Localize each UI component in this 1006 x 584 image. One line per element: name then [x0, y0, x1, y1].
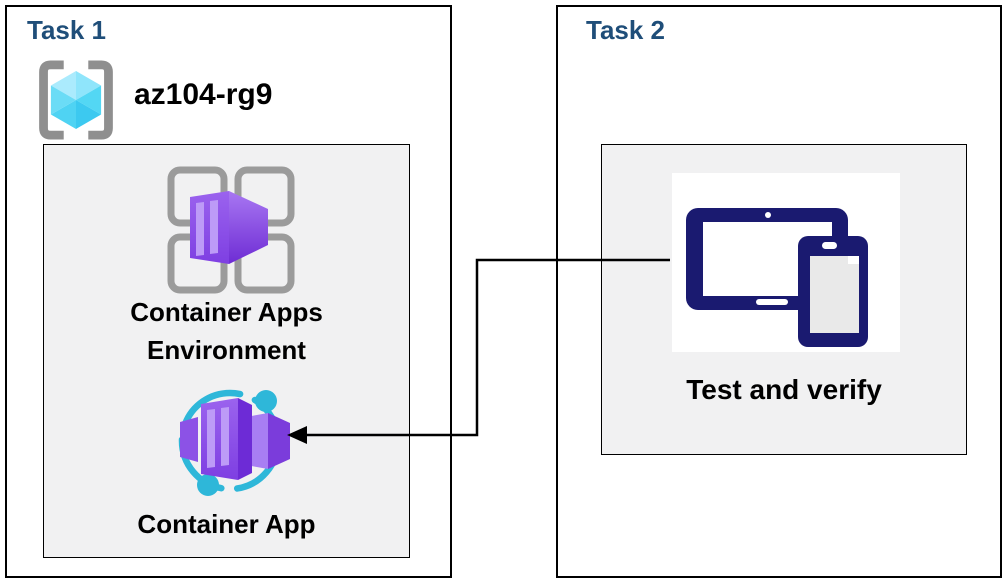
container-box-glyph — [190, 191, 268, 264]
container-app-icon — [178, 389, 290, 496]
verify-label-text: Test and verify — [686, 374, 882, 405]
environment-label: Container Apps Environment — [44, 293, 409, 369]
right-bracket — [88, 60, 113, 140]
container-apps-environment-icon — [167, 166, 295, 294]
task2-title: Task 2 — [586, 15, 666, 45]
orbit-dot-bottom — [197, 474, 219, 496]
orbit-dot-top — [255, 390, 277, 412]
task1-inner-panel: Container Apps Environment — [43, 144, 410, 558]
left-bracket — [39, 60, 64, 140]
tablet-and-phone-icon — [686, 208, 868, 347]
task1-box: Task 1 az104-rg9 — [5, 5, 452, 578]
resource-group-name: az104-rg9 — [134, 78, 273, 111]
phone-glyph — [798, 236, 868, 347]
environment-label-line1: Container Apps — [130, 297, 323, 327]
verify-label: Test and verify — [602, 371, 966, 409]
cube-glyph — [50, 71, 102, 129]
task1-title: Task 1 — [27, 15, 107, 45]
task2-box: Task 2 — [556, 5, 1002, 578]
device-icon-background — [672, 173, 900, 352]
container-boxes-glyph — [180, 398, 290, 480]
app-label-text: Container App — [137, 509, 316, 539]
app-label: Container App — [44, 505, 409, 543]
environment-label-line2: Environment — [147, 335, 306, 365]
resource-group-icon — [39, 60, 113, 140]
task2-inner-panel: Test and verify — [601, 144, 967, 455]
